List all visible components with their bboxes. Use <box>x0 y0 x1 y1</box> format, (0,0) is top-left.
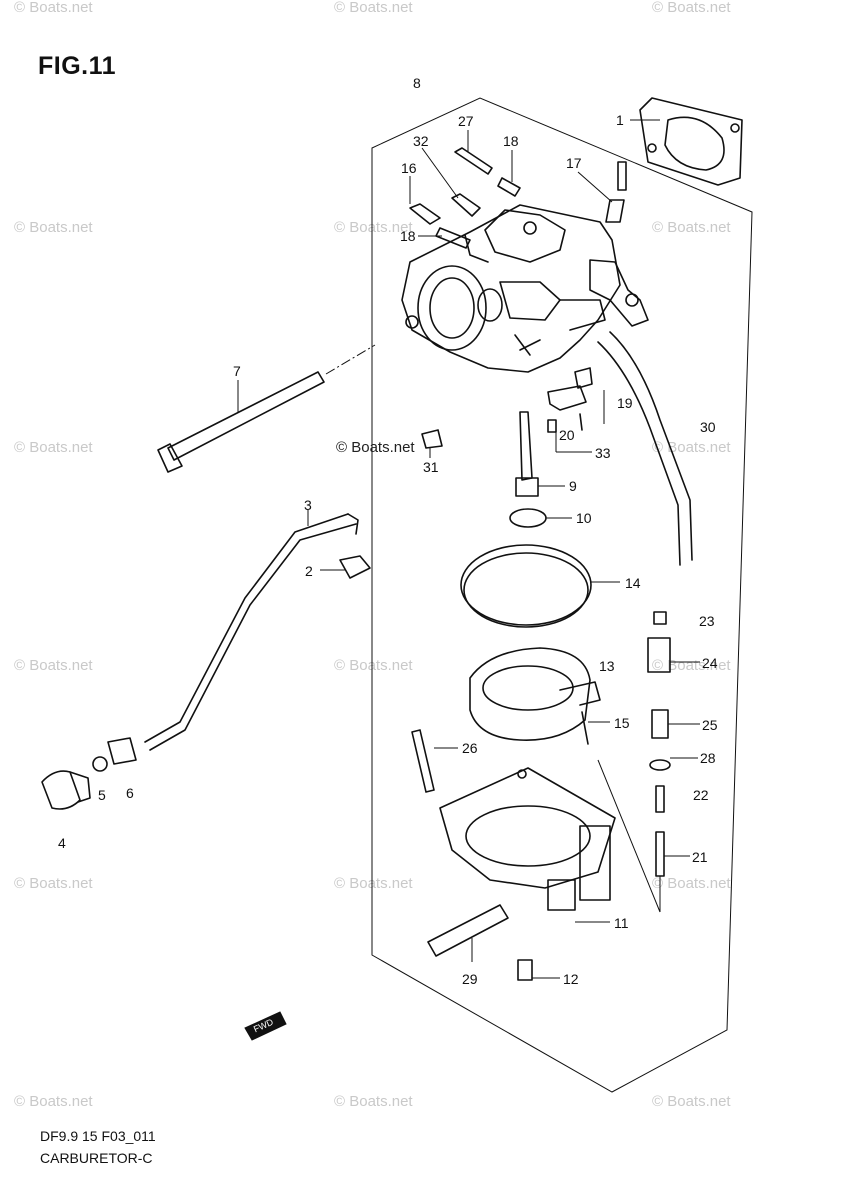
screw-part-33 <box>547 419 557 433</box>
watermark: © Boats.net <box>14 0 93 16</box>
washer-part-5 <box>92 756 108 772</box>
callout-17: 17 <box>566 155 582 171</box>
gasket-part-1 <box>639 97 743 186</box>
spring-part-18b <box>435 227 471 249</box>
screw-part-21 <box>655 831 665 877</box>
callout-labels: 1 2 3 4 5 6 7 8 9 10 11 12 13 14 15 16 1… <box>58 75 718 987</box>
jet-part-24 <box>647 637 671 673</box>
callout-20: 20 <box>559 427 575 443</box>
watermark: © Boats.net <box>334 1093 413 1110</box>
callout-5: 5 <box>98 787 106 803</box>
callout-12: 12 <box>563 971 579 987</box>
float-part-13 <box>469 647 601 745</box>
jet-part-23 <box>653 611 667 625</box>
forward-direction-marker: FWD <box>244 1011 287 1041</box>
watermark: © Boats.net <box>14 439 93 456</box>
callout-1: 1 <box>616 112 624 128</box>
figure-name: CARBURETOR-C <box>40 1150 153 1166</box>
callout-9: 9 <box>569 478 577 494</box>
callout-16: 16 <box>401 160 417 176</box>
drain-group <box>427 904 533 981</box>
watermark: © Boats.net <box>334 875 413 892</box>
oring-part-28 <box>649 759 671 771</box>
leader-lines <box>237 119 700 979</box>
callout-29: 29 <box>462 971 478 987</box>
watermark: © Boats.net <box>334 219 413 236</box>
tube-part-29 <box>427 904 509 957</box>
jet-part-9 <box>515 411 539 497</box>
watermark: © Boats.net <box>14 219 93 236</box>
watermark: © Boats.net <box>334 0 413 16</box>
callout-18a: 18 <box>503 133 519 149</box>
watermark: © Boats.net <box>334 657 413 674</box>
screw-part-32 <box>451 193 481 217</box>
callout-32: 32 <box>413 133 429 149</box>
callout-21: 21 <box>692 849 708 865</box>
watermark: © Boats.net <box>652 657 731 674</box>
watermark: © Boats.net <box>652 1093 731 1110</box>
callout-33: 33 <box>595 445 611 461</box>
callout-18b: 18 <box>400 228 416 244</box>
watermark: © Boats.net <box>14 657 93 674</box>
spring-part-18 <box>497 177 521 197</box>
plug-part-31 <box>421 429 443 449</box>
callout-28: 28 <box>700 750 716 766</box>
hose-part-30 <box>597 331 693 566</box>
callout-22: 22 <box>693 787 709 803</box>
watermark: © Boats.net <box>14 875 93 892</box>
top-fasteners <box>409 147 627 249</box>
jet-part-25 <box>651 709 669 739</box>
callout-11: 11 <box>614 915 629 931</box>
bolt-part-7 <box>157 344 376 473</box>
callout-2: 2 <box>305 563 313 579</box>
screw-part-26 <box>411 729 435 793</box>
knob-part-4 <box>41 770 81 810</box>
watermark: © Boats.net <box>652 219 731 236</box>
choke-knob-group <box>41 737 137 810</box>
callout-6: 6 <box>126 785 134 801</box>
callout-8: 8 <box>413 75 421 91</box>
assembly-boundary <box>371 97 753 1093</box>
callout-25: 25 <box>702 717 718 733</box>
screw-part-16 <box>409 203 441 225</box>
callout-15: 15 <box>614 715 630 731</box>
callout-14: 14 <box>625 575 641 591</box>
watermark: © Boats.net <box>652 439 731 456</box>
pin-part-15 <box>581 711 589 745</box>
carburetor-body <box>401 204 649 373</box>
seal-ring-part-14 <box>460 544 592 628</box>
needle-stack <box>647 611 671 877</box>
callout-31: 31 <box>423 459 439 475</box>
callout-27: 27 <box>458 113 474 129</box>
callout-7: 7 <box>233 363 241 379</box>
choke-rod-part-3 <box>144 513 371 751</box>
figure-code: DF9.9 15 F03_011 <box>40 1128 156 1144</box>
callout-30: 30 <box>700 419 716 435</box>
screw-part-27 <box>454 147 493 175</box>
watermark: © Boats.net <box>652 0 731 16</box>
callout-24: 24 <box>702 655 718 671</box>
callout-19: 19 <box>617 395 633 411</box>
callout-10: 10 <box>576 510 592 526</box>
nozzle-part-22 <box>655 785 665 813</box>
float-arm-group <box>547 367 593 433</box>
callout-4: 4 <box>58 835 66 851</box>
drain-screw-part-12 <box>517 959 533 981</box>
callout-3: 3 <box>304 497 312 513</box>
watermark-layer: © Boats.net © Boats.net © Boats.net © Bo… <box>14 0 731 1110</box>
callout-13: 13 <box>599 658 615 674</box>
callout-26: 26 <box>462 740 478 756</box>
center-watermark: © Boats.net <box>336 439 415 456</box>
watermark: © Boats.net <box>652 875 731 892</box>
figure-title: FIG.11 <box>38 52 117 80</box>
washer-part-10 <box>509 508 547 528</box>
clip-part-2 <box>339 555 371 579</box>
watermark: © Boats.net <box>14 1093 93 1110</box>
callout-23: 23 <box>699 613 715 629</box>
screw-part-17 <box>617 161 627 191</box>
float-bowl <box>439 767 616 911</box>
nut-part-6 <box>107 737 137 765</box>
